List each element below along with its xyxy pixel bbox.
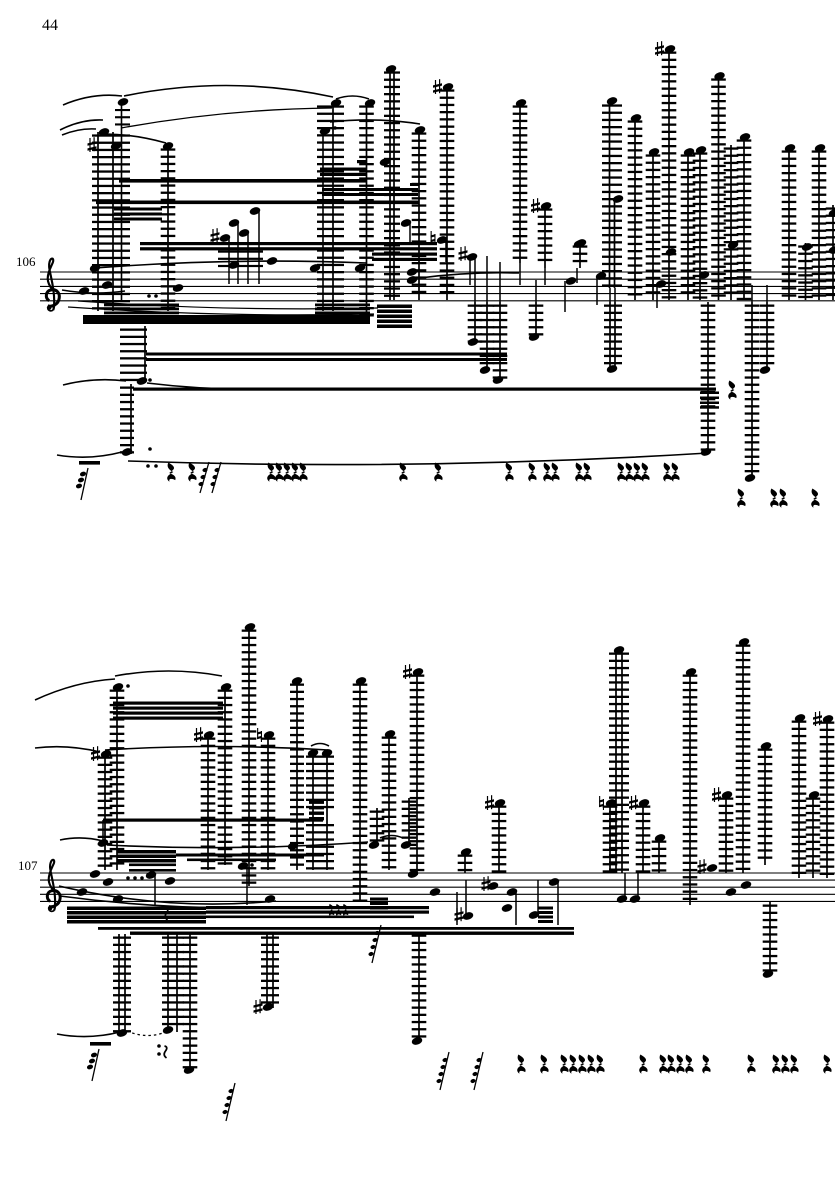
svg-text:44: 44 [42, 17, 58, 34]
svg-text:106: 106 [16, 254, 36, 269]
svg-text:107: 107 [18, 858, 38, 873]
